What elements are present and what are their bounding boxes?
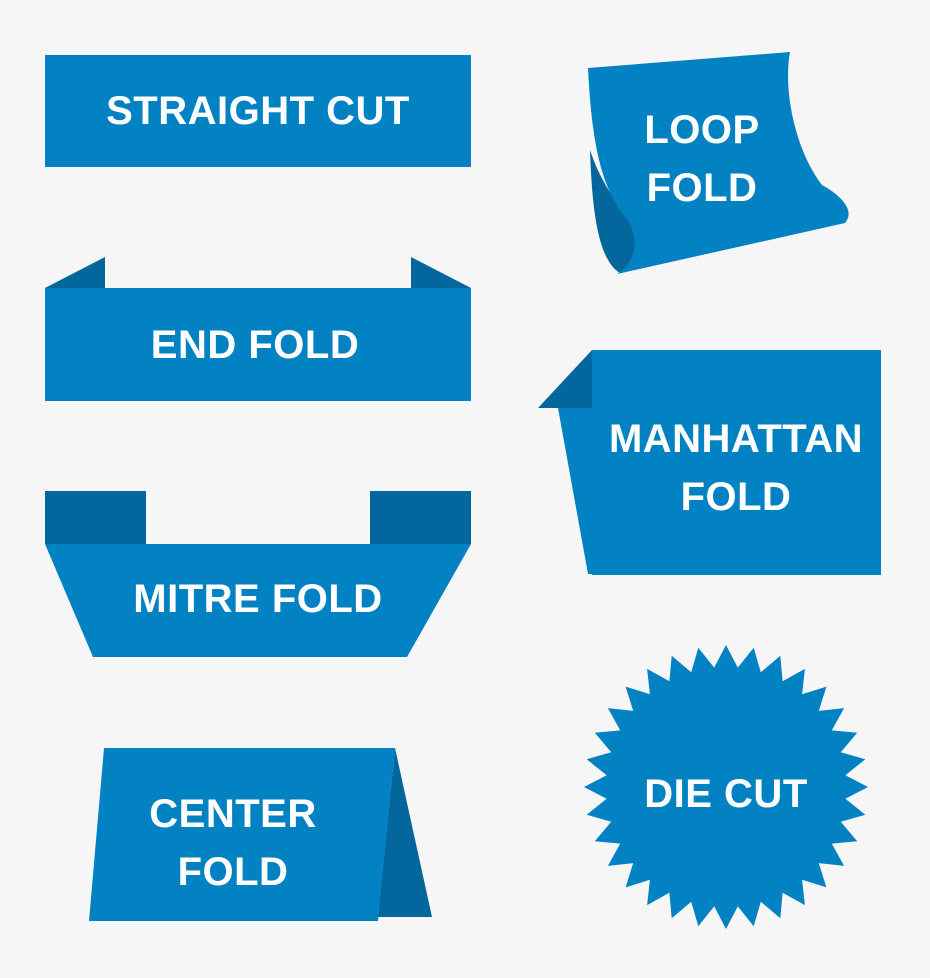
end-fold-banner [45, 257, 471, 401]
loop-fold-label: LOOP FOLD [602, 101, 802, 217]
mitre-fold-label: MITRE FOLD [50, 570, 466, 628]
die-cut-starburst [584, 645, 868, 929]
manhattan-fold-label: MANHATTAN FOLD [600, 410, 872, 526]
center-fold-label-line-1: CENTER [149, 792, 317, 836]
manhattan-fold-label-line-2: FOLD [680, 475, 792, 519]
mitre-fold-label-line-1: MITRE FOLD [133, 577, 383, 621]
end-fold-label-line-1: END FOLD [150, 323, 360, 367]
manhattan-fold-label-line-1: MANHATTAN [608, 417, 864, 461]
die-cut-label: DIE CUT [611, 765, 841, 823]
center-fold-banner [89, 748, 432, 921]
center-fold-label: CENTER FOLD [118, 785, 348, 901]
loop-fold-label-line-1: LOOP [644, 108, 760, 152]
straight-cut-label-line-1: STRAIGHT CUT [106, 89, 410, 133]
straight-cut-label: STRAIGHT CUT [45, 82, 471, 140]
center-fold-label-line-2: FOLD [177, 850, 289, 894]
loop-fold-label-line-2: FOLD [646, 166, 758, 210]
die-cut-label-line-1: DIE CUT [644, 772, 808, 816]
loop-fold-banner [588, 52, 849, 274]
mitre-fold-banner [45, 491, 471, 657]
manhattan-fold-banner [538, 350, 881, 575]
end-fold-label: END FOLD [45, 316, 465, 374]
straight-cut-banner [45, 55, 471, 167]
